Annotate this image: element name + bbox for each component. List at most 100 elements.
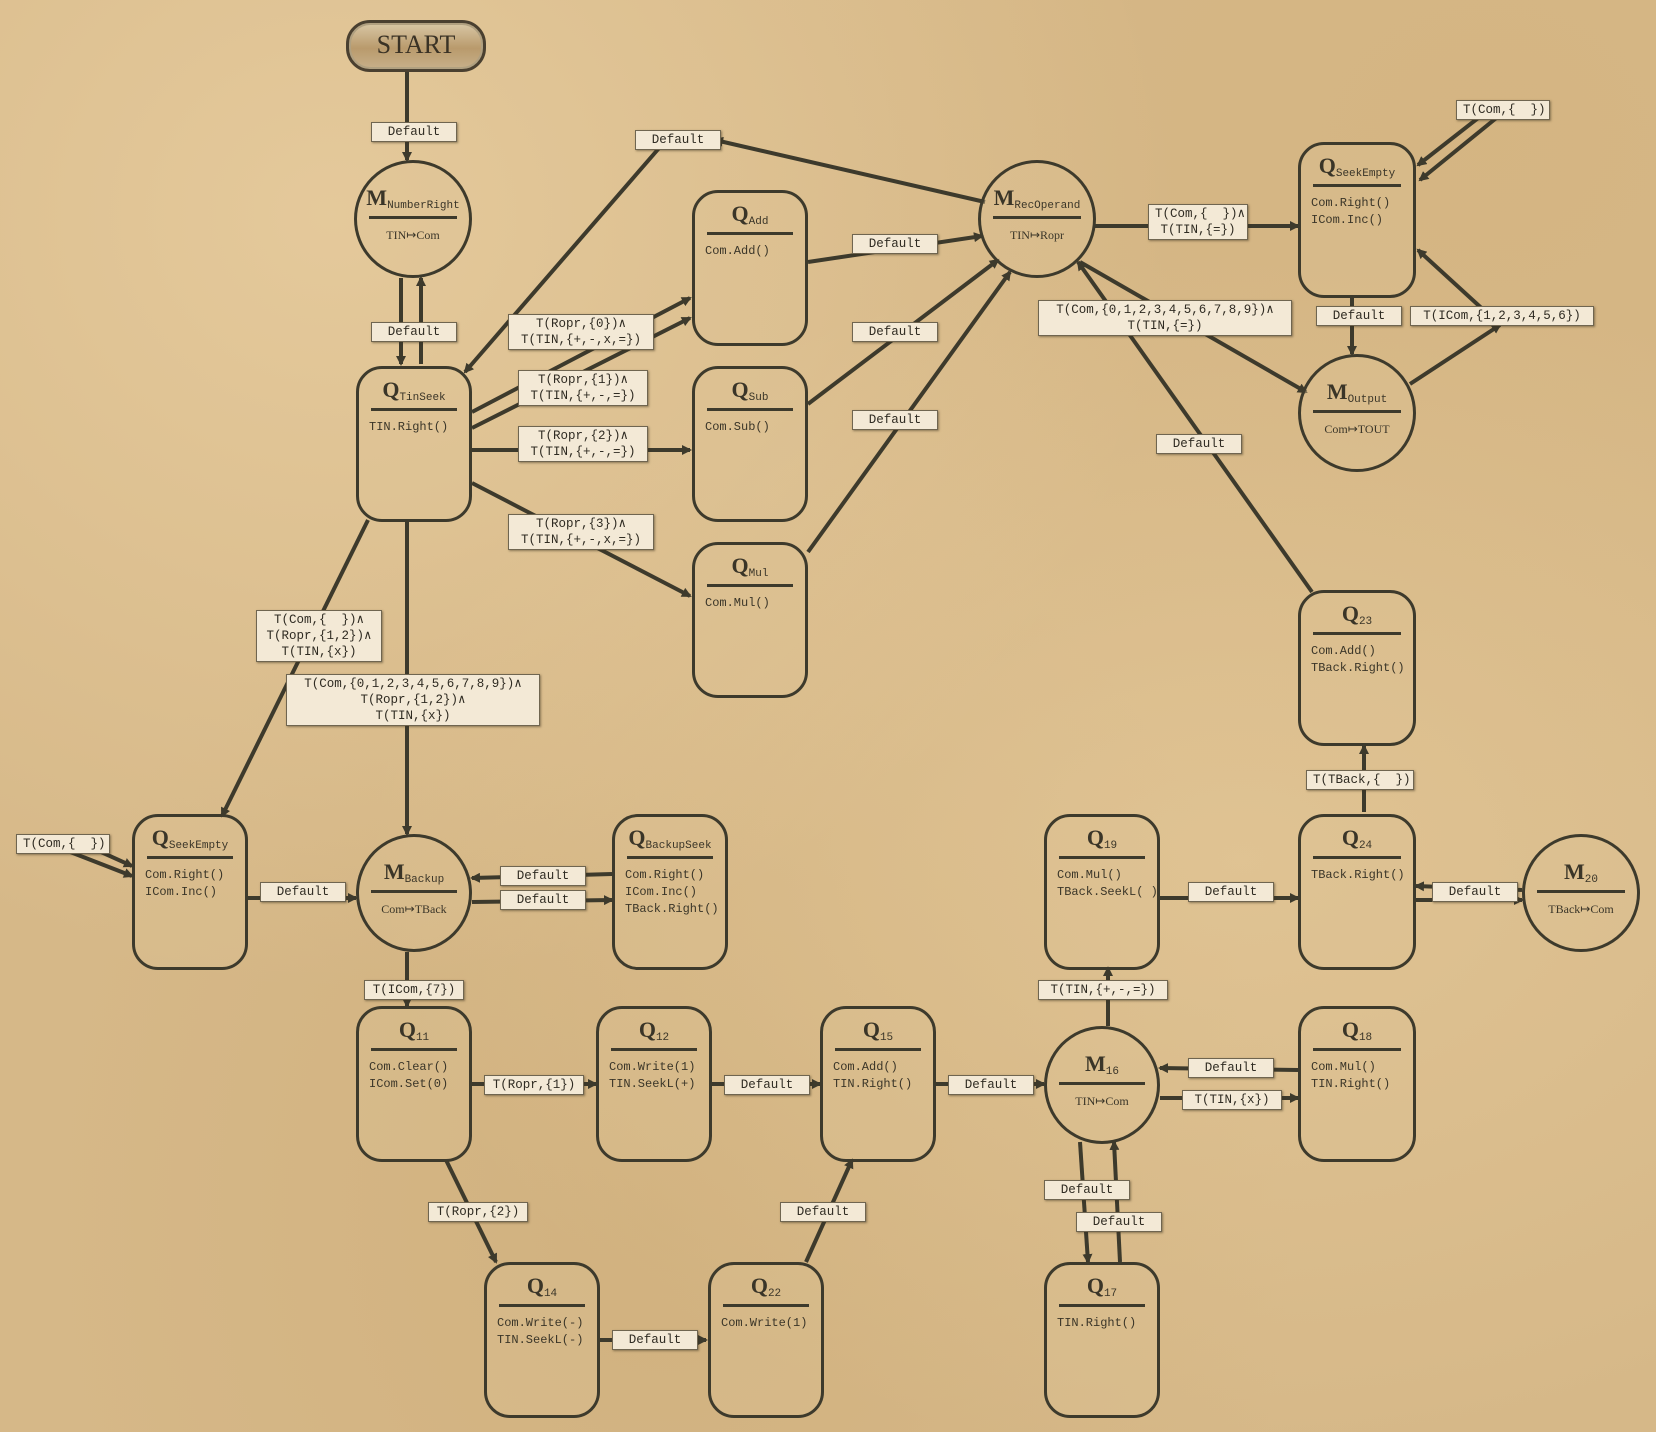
node-title: Q18	[1341, 1017, 1373, 1044]
transition-label[interactable]: Default	[260, 882, 346, 902]
node-title: M16	[1085, 1051, 1119, 1078]
state-m-recoperand[interactable]: MRecOperand TIN↦Ropr	[978, 160, 1096, 278]
transition-label[interactable]: Default	[500, 866, 586, 886]
state-m-backup[interactable]: MBackup Com↦TBack	[356, 834, 472, 952]
transition-label[interactable]: Default	[852, 234, 938, 254]
transition-label[interactable]: T(Ropr,{2})	[428, 1202, 528, 1222]
state-q22[interactable]: Q22 Com.Write(1)	[708, 1262, 824, 1418]
transition-label[interactable]: T(Ropr,{3})∧ T(TIN,{+,-,x,=})	[508, 514, 654, 550]
state-q-tinseek[interactable]: QTinSeek TIN.Right()	[356, 366, 472, 522]
node-title: Q14	[526, 1273, 558, 1300]
node-actions: Com.Clear() ICom.Set(0)	[369, 1060, 449, 1091]
state-q-sub[interactable]: QSub Com.Sub()	[692, 366, 808, 522]
transition-label[interactable]: T(Ropr,{2})∧ T(TIN,{+,-,=})	[518, 426, 648, 462]
transition-label[interactable]: T(Ropr,{1})	[484, 1075, 584, 1095]
node-actions: TIN.Right()	[369, 420, 449, 434]
transition-label[interactable]: T(TIN,{x})	[1182, 1090, 1282, 1110]
transition-label[interactable]: T(Com,{ })	[16, 834, 110, 854]
node-title: QSub	[731, 377, 769, 404]
node-title: Q22	[750, 1273, 782, 1300]
transition-label[interactable]: Default	[1044, 1180, 1130, 1200]
node-title: Q12	[638, 1017, 670, 1044]
state-q11[interactable]: Q11 Com.Clear() ICom.Set(0)	[356, 1006, 472, 1162]
state-q23[interactable]: Q23 Com.Add() TBack.Right()	[1298, 590, 1416, 746]
transition-label[interactable]: Default	[612, 1330, 698, 1350]
state-q-backupseek[interactable]: QBackupSeek Com.Right() ICom.Inc() TBack…	[612, 814, 728, 970]
node-actions: Com.Right() ICom.Inc()	[145, 868, 225, 899]
node-actions: TIN.Right()	[1057, 1316, 1137, 1330]
node-actions: Com.Write(1)	[721, 1316, 808, 1330]
node-actions: Com.Add() TBack.Right()	[1311, 644, 1405, 675]
edge-seekempty-self-b	[1418, 113, 1502, 182]
node-actions: Com.Mul()	[705, 596, 770, 610]
transition-label[interactable]: T(ICom,{1,2,3,4,5,6})	[1410, 306, 1594, 326]
node-title: Q23	[1341, 601, 1373, 628]
transition-label[interactable]: Default	[371, 122, 457, 142]
transition-label[interactable]: T(Com,{0,1,2,3,4,5,6,7,8,9})∧ T(Ropr,{1,…	[286, 674, 540, 726]
node-actions: Com.Mul() TBack.SeekL( )	[1057, 868, 1158, 899]
node-actions: Com.Write(-) TIN.SeekL(-)	[497, 1316, 584, 1347]
node-actions: Com.Add() TIN.Right()	[833, 1060, 913, 1091]
transition-label[interactable]: T(Com,{ })∧ T(Ropr,{1,2})∧ T(TIN,{x})	[256, 610, 382, 662]
transition-label[interactable]: Default	[635, 130, 721, 150]
transition-label[interactable]: Default	[500, 890, 586, 910]
state-q18[interactable]: Q18 Com.Mul() TIN.Right()	[1298, 1006, 1416, 1162]
transition-label[interactable]: T(Com,{0,1,2,3,4,5,6,7,8,9})∧ T(TIN,{=})	[1038, 300, 1292, 336]
state-m20[interactable]: M20 TBack↦Com	[1522, 834, 1640, 952]
node-actions: Com.Sub()	[705, 420, 770, 434]
node-title: Q17	[1086, 1273, 1118, 1300]
transition-label[interactable]: Default	[780, 1202, 866, 1222]
state-m16[interactable]: M16 TIN↦Com	[1044, 1026, 1160, 1144]
node-actions: Com.Mul() TIN.Right()	[1311, 1060, 1391, 1091]
edge-tinseek-seekleft	[220, 519, 370, 818]
node-title: M20	[1564, 859, 1598, 886]
state-q12[interactable]: Q12 Com.Write(1) TIN.SeekL(+)	[596, 1006, 712, 1162]
transition-label[interactable]: Default	[1188, 1058, 1274, 1078]
state-m-output[interactable]: MOutput Com↦TOUT	[1298, 354, 1416, 472]
start-node[interactable]: START	[346, 20, 486, 72]
transition-label[interactable]: Default	[852, 410, 938, 430]
transition-label[interactable]: Default	[1316, 306, 1402, 326]
edge-m16-q17	[1078, 1141, 1093, 1264]
transition-label[interactable]: T(TIN,{+,-,=})	[1038, 980, 1168, 1000]
transition-label[interactable]: Default	[1432, 882, 1518, 902]
transition-label[interactable]: T(TBack,{ })	[1306, 770, 1414, 790]
edge-q17-m16	[1109, 1140, 1122, 1263]
state-q14[interactable]: Q14 Com.Write(-) TIN.SeekL(-)	[484, 1262, 600, 1418]
state-q-mul[interactable]: QMul Com.Mul()	[692, 542, 808, 698]
transition-label[interactable]: Default	[1156, 434, 1242, 454]
transition-label[interactable]: T(ICom,{7})	[364, 980, 464, 1000]
transition-label[interactable]: Default	[948, 1075, 1034, 1095]
node-title: QSeekEmpty	[151, 825, 229, 852]
transition-label[interactable]: T(Com,{ })∧ T(TIN,{=})	[1148, 204, 1248, 240]
node-actions: Com.Right() ICom.Inc()	[1311, 196, 1391, 227]
transition-label[interactable]: Default	[852, 322, 938, 342]
transition-label[interactable]: T(Ropr,{1})∧ T(TIN,{+,-,=})	[518, 370, 648, 406]
edge-output-seekempty	[1408, 323, 1502, 386]
node-title: Q19	[1086, 825, 1118, 852]
node-actions: TBack.Right()	[1311, 868, 1405, 882]
transition-label[interactable]: T(Ropr,{0})∧ T(TIN,{+,-,x,=})	[508, 314, 654, 350]
node-action: TIN↦Com	[1075, 1094, 1129, 1108]
transition-label[interactable]: Default	[1188, 882, 1274, 902]
state-q24[interactable]: Q24 TBack.Right()	[1298, 814, 1416, 970]
node-title: MRecOperand	[993, 185, 1081, 212]
node-title: QBackupSeek	[628, 825, 712, 852]
state-q-seekempty-top[interactable]: QSeekEmpty Com.Right() ICom.Inc()	[1298, 142, 1416, 298]
state-q19[interactable]: Q19 Com.Mul() TBack.SeekL( )	[1044, 814, 1160, 970]
node-title: Q15	[862, 1017, 894, 1044]
transition-label[interactable]: Default	[371, 322, 457, 342]
node-actions: Com.Add()	[705, 244, 770, 258]
state-m-numberright[interactable]: MNumberRight TIN↦Com	[354, 160, 472, 278]
state-q17[interactable]: Q17 TIN.Right()	[1044, 1262, 1160, 1418]
node-action: TBack↦Com	[1548, 902, 1614, 916]
node-title: QAdd	[731, 201, 769, 228]
state-q-add[interactable]: QAdd Com.Add()	[692, 190, 808, 346]
edge-seekempty-self-a	[1416, 113, 1484, 167]
state-q-seekempty-left[interactable]: QSeekEmpty Com.Right() ICom.Inc()	[132, 814, 248, 970]
transition-label[interactable]: Default	[1076, 1212, 1162, 1232]
transition-label[interactable]: Default	[724, 1075, 810, 1095]
state-q15[interactable]: Q15 Com.Add() TIN.Right()	[820, 1006, 936, 1162]
transition-label[interactable]: T(Com,{ })	[1456, 100, 1550, 120]
node-title: MOutput	[1326, 379, 1388, 406]
